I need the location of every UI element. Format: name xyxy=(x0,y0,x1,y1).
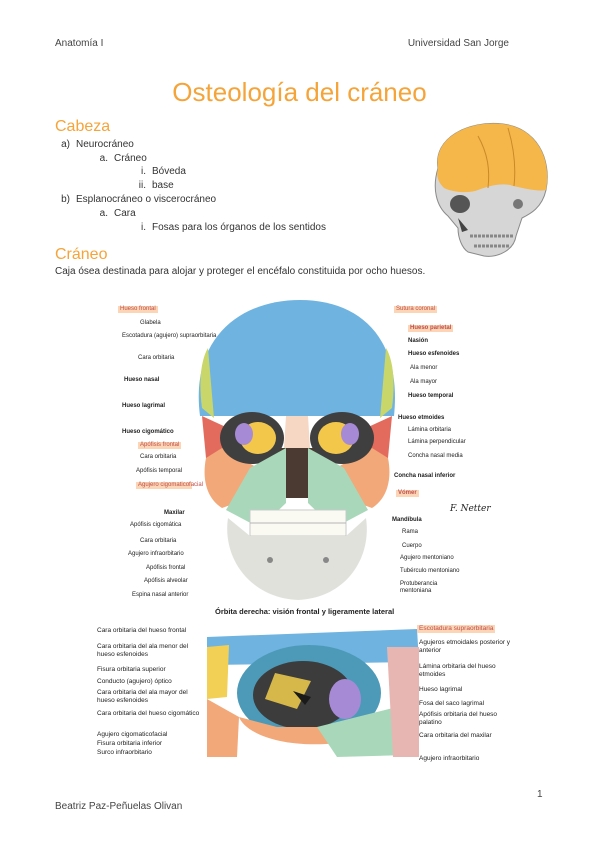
outline-item: i.Fosas para los órganos de los sentidos xyxy=(141,222,326,233)
label-apofisis-frontal: Apófisis frontal xyxy=(146,565,186,571)
label-hueso-frontal: Hueso frontal xyxy=(118,306,158,313)
section-heading-cabeza: Cabeza xyxy=(55,118,111,135)
label-nasion: Nasión xyxy=(408,338,429,344)
label-hueso-cigomatico: Hueso cigomático xyxy=(122,429,174,435)
label-hueso-parietal: Hueso parietal xyxy=(408,325,454,332)
label-hueso-esfenoides: Hueso esfenoides xyxy=(408,351,460,357)
orbit-figure-title: Órbita derecha: visión frontal y ligeram… xyxy=(215,607,395,616)
label-tuberculo-mentoniano: Tubérculo mentoniano xyxy=(400,568,460,574)
outline-item: i.Bóveda xyxy=(141,166,186,177)
label-agujero-mentoniano: Agujero mentoniano xyxy=(400,555,454,561)
label-protuberancia-mentoniana: Protuberancia mentoniana xyxy=(400,581,438,594)
header-university: Universidad San Jorge xyxy=(407,38,509,49)
label-rama: Rama xyxy=(402,529,419,535)
header-course: Anatomía I xyxy=(55,38,104,49)
orbit-label-left: Fisura orbitaria inferior xyxy=(97,740,163,747)
craneo-description: Caja ósea destinada para alojar y proteg… xyxy=(55,266,426,277)
page-number: 1 xyxy=(537,789,543,800)
label-cara-orbitaria: Cara orbitaria xyxy=(140,538,177,544)
label-hueso-etmoides: Hueso etmoides xyxy=(398,415,445,421)
label-concha-nasal-media: Concha nasal media xyxy=(408,453,463,459)
orbit-label-right: Agujero infraorbitario xyxy=(419,755,480,762)
outline-item: b)Esplanocráneo o viscerocráneo xyxy=(61,194,217,205)
label-mandibula: Mandíbula xyxy=(392,517,422,523)
orbit-label-left: Fisura orbitaria superior xyxy=(97,666,166,673)
outline-item: a.Cara xyxy=(99,208,136,219)
label-ala-menor: Ala menor xyxy=(410,365,438,371)
label-apofisis-temporal: Apófisis temporal xyxy=(136,468,183,474)
orbit-label-left: Conducto (agujero) óptico xyxy=(97,678,172,685)
label-espina-nasal-anterior: Espina nasal anterior xyxy=(132,592,189,598)
orbit-label-left: Agujero cigomaticofacial xyxy=(97,731,168,738)
skull-anterior-illustration xyxy=(198,300,395,600)
label-maxilar: Maxilar xyxy=(164,510,185,516)
label-lamina-perpendicular: Lámina perpendicular xyxy=(408,439,466,445)
orbit-label-right: Agujeros etmoidales posterior y anterior xyxy=(419,639,511,654)
label-apofisis-cigomatica: Apófisis cigomática xyxy=(130,522,182,528)
label-agujero-infraorbitario: Agujero infraorbitario xyxy=(128,551,184,557)
footer-author: Beatriz Paz-Peñuelas Olivan xyxy=(55,801,183,812)
label-hueso-nasal: Hueso nasal xyxy=(124,377,160,383)
orbit-illustration xyxy=(207,629,419,757)
label-agujero-cigomaticofacial: Agujero cigomaticofacial xyxy=(136,482,204,489)
label-sutura-coronal: Sutura coronal xyxy=(394,306,438,313)
page-title: Osteología del cráneo xyxy=(172,77,427,107)
orbit-label-right: Apófisis orbitaria del hueso palatino xyxy=(419,711,498,726)
outline-item: a.Cráneo xyxy=(99,153,147,164)
label-concha-nasal-inferior: Concha nasal inferior xyxy=(394,473,456,479)
skull-anterior-figure: Hueso frontal Glabela Escotadura (agujer… xyxy=(110,298,510,603)
section-heading-craneo: Cráneo xyxy=(55,246,108,263)
orbit-label-right: Fosa del saco lagrimal xyxy=(419,700,485,707)
label-escotadura: Escotadura (agujero) supraorbitaria xyxy=(122,333,217,339)
orbit-label-left: Cara orbitaria del ala menor del hueso e… xyxy=(97,643,189,658)
label-hueso-temporal: Hueso temporal xyxy=(408,393,454,399)
outline-item: ii.base xyxy=(138,180,174,191)
label-glabela: Glabela xyxy=(140,320,161,326)
label-lamina-orbitaria: Lámina orbitaria xyxy=(408,427,452,433)
label-cara-orbitaria: Cara orbitaria xyxy=(138,355,175,361)
label-cara-orbitaria: Cara orbitaria xyxy=(140,454,177,460)
orbit-label-left: Cara orbitaria del hueso cigomático xyxy=(97,710,200,717)
orbit-label-left: Surco infraorbitario xyxy=(97,749,152,756)
orbit-label-right: Escotadura supraorbitaria xyxy=(417,625,496,633)
label-apofisis-alveolar: Apófisis alveolar xyxy=(144,578,188,584)
label-hueso-lagrimal: Hueso lagrimal xyxy=(122,403,166,409)
skull-lateral-illustration xyxy=(434,122,548,257)
orbit-label-left: Cara orbitaria del hueso frontal xyxy=(97,627,187,634)
orbit-label-right: Cara orbitaria del maxilar xyxy=(419,732,492,739)
orbit-label-right: Hueso lagrimal xyxy=(419,686,463,693)
label-apofisis-frontal: Apófisis frontal xyxy=(138,442,182,449)
orbit-figure: Órbita derecha: visión frontal y ligeram… xyxy=(97,607,515,769)
label-vomer: Vómer xyxy=(396,490,419,497)
label-ala-mayor: Ala mayor xyxy=(410,379,438,385)
label-cuerpo: Cuerpo xyxy=(402,543,422,549)
orbit-label-right: Lámina orbitaria del hueso etmoides xyxy=(419,663,496,678)
outline-item: a)Neurocráneo xyxy=(61,139,134,150)
netter-signature: F. Netter xyxy=(450,504,491,514)
orbit-label-left: Cara orbitaria del ala mayor del hueso e… xyxy=(97,689,188,704)
